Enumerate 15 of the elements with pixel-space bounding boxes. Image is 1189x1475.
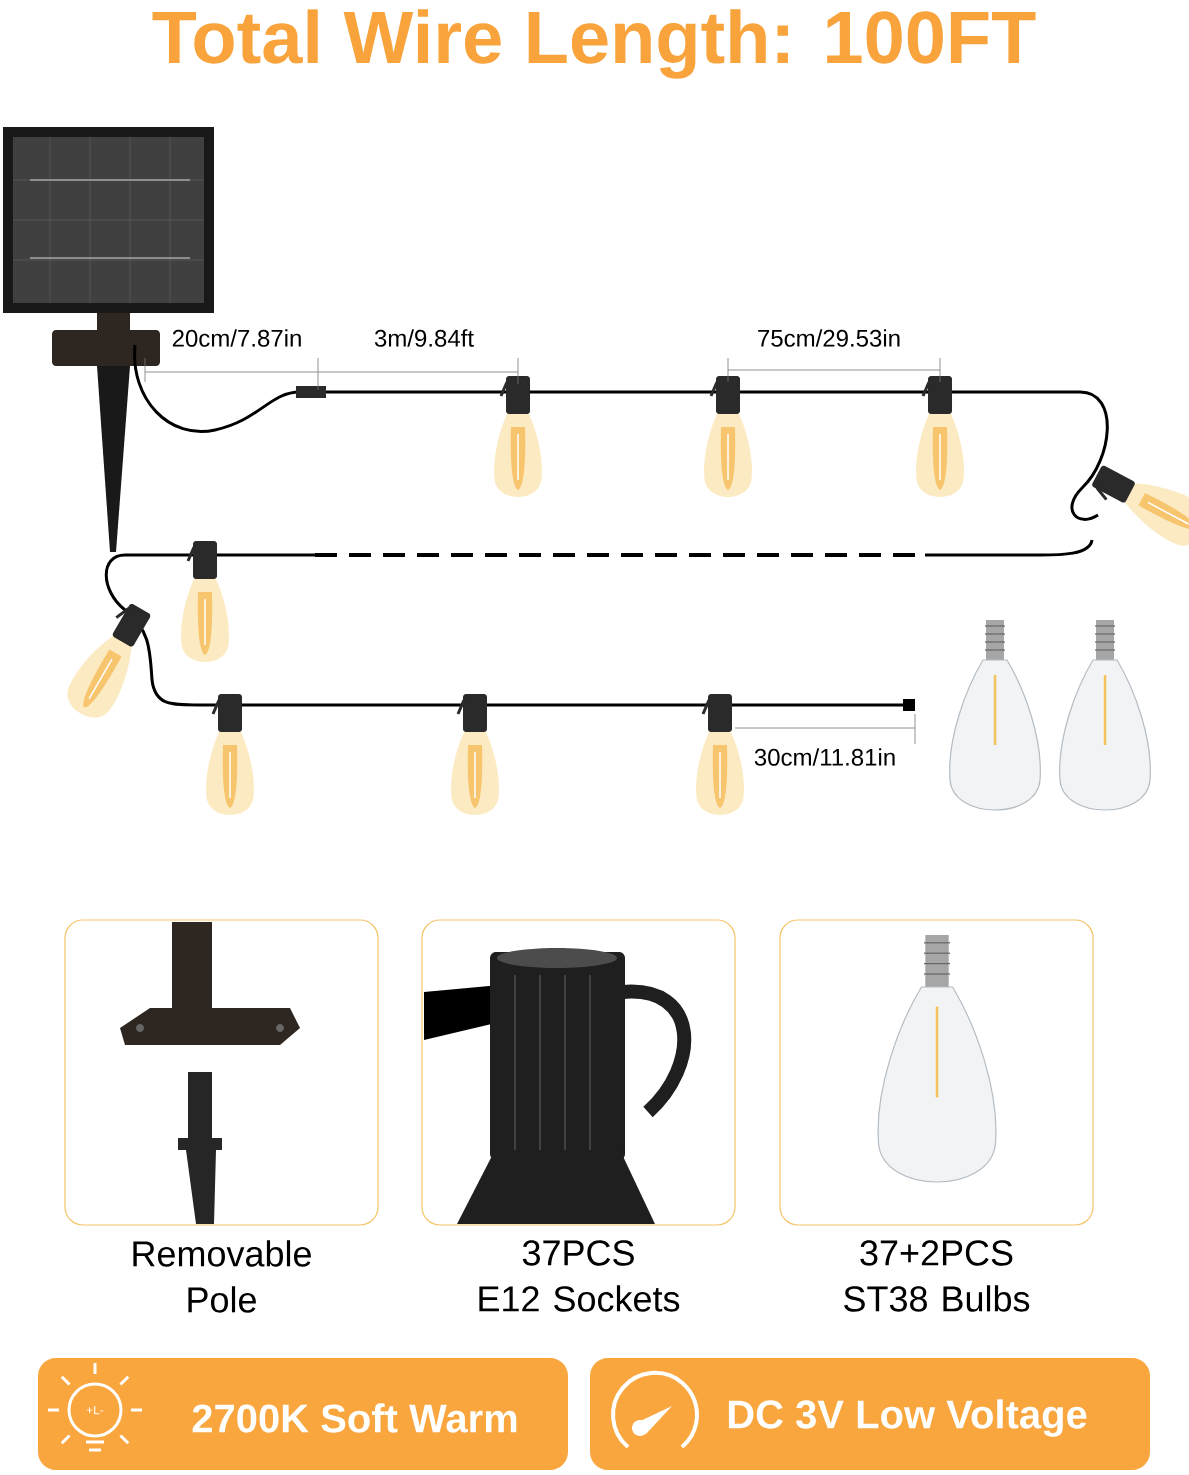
dimension-label: 75cm/29.53in — [758, 329, 900, 347]
node-label: E12 Sockets — [479, 1285, 680, 1312]
dimension-label: 3m/9.84ft — [374, 329, 474, 347]
title: Total Wire Length: 100FT — [152, 9, 1036, 79]
node-label: 37+2PCS — [860, 1240, 1013, 1266]
dimension-label: 20cm/7.87in — [172, 329, 301, 347]
product-card: 37PCS E12 Sockets — [421, 919, 736, 1312]
product-card: Removable Pole — [64, 919, 379, 1313]
node-label: 37PCS — [522, 1240, 634, 1266]
icon-text: +L- — [86, 1405, 104, 1415]
node-label: Removable Pole — [133, 1240, 311, 1313]
product-card: 37+2PCS ST38 Bulbs — [779, 919, 1094, 1312]
dimension-label: 30cm/11.81in — [754, 748, 895, 766]
feature-badge: DC 3V Low Voltage — [590, 1358, 1150, 1470]
node-label: ST38 Bulbs — [844, 1285, 1030, 1312]
